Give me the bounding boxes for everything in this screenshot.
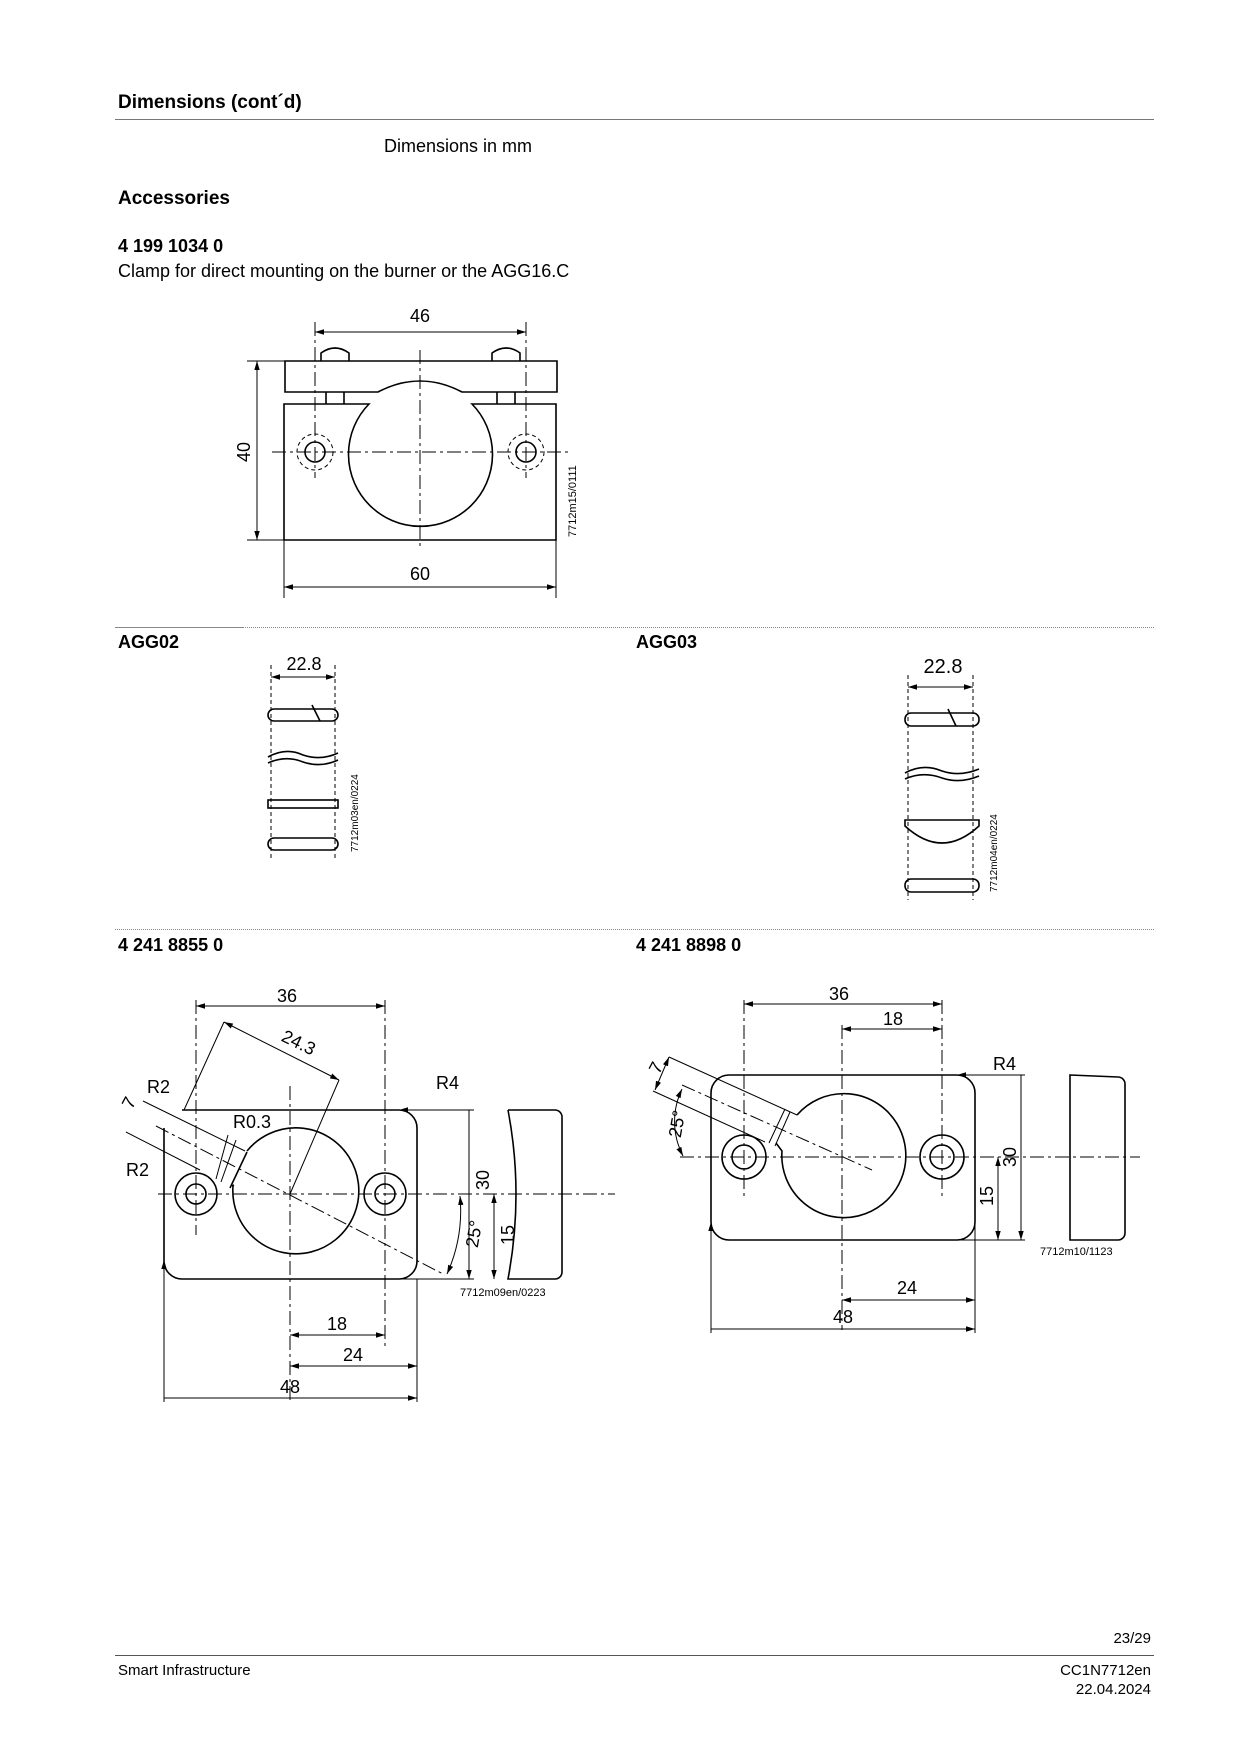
dim-7: 7 bbox=[645, 1059, 667, 1077]
dim-30: 30 bbox=[473, 1170, 493, 1190]
agg03-label: AGG03 bbox=[636, 632, 698, 652]
dim-40: 40 bbox=[234, 442, 254, 462]
page-title: Dimensions (cont´d) bbox=[118, 92, 302, 113]
footer-rule bbox=[115, 1655, 1154, 1656]
dim-15: 15 bbox=[498, 1225, 518, 1245]
footer-doc-id: CC1N7712en bbox=[1060, 1662, 1151, 1679]
dim-r2-bottom: R2 bbox=[126, 1160, 149, 1180]
flange-b-part-no: 4 241 8898 0 bbox=[636, 935, 742, 955]
footer-date: 22.04.2024 bbox=[1075, 1681, 1151, 1698]
dim-46: 46 bbox=[410, 306, 430, 326]
dim-r0-3: R0.3 bbox=[233, 1112, 271, 1132]
section-rule-dotted bbox=[243, 627, 1154, 628]
dim-18: 18 bbox=[327, 1314, 347, 1334]
agg03-drawing: 22.8 7712m04en/0224 bbox=[904, 656, 1000, 900]
flange-a-part-no: 4 241 8855 0 bbox=[118, 935, 224, 955]
dim-60: 60 bbox=[410, 564, 430, 584]
agg02-drawing: 22.8 7712m03en/0224 bbox=[267, 654, 361, 860]
dim-angle: 25° bbox=[462, 1219, 486, 1249]
dim-30: 30 bbox=[1000, 1147, 1020, 1167]
drawing-code: 7712m04en/0224 bbox=[989, 814, 1000, 892]
dim-18: 18 bbox=[883, 1009, 903, 1029]
page-number: 23/29 bbox=[1113, 1630, 1151, 1647]
drawing-code: 7712m15/0111 bbox=[567, 465, 579, 537]
dim-24: 24 bbox=[343, 1345, 363, 1365]
dim-15: 15 bbox=[977, 1186, 997, 1206]
dim-36: 36 bbox=[277, 986, 297, 1006]
dim-48: 48 bbox=[833, 1307, 853, 1327]
dim-48: 48 bbox=[280, 1377, 300, 1397]
flange-b-drawing: 36 18 R4 7 25° 30 15 24 48 7712m10/1123 bbox=[645, 984, 1140, 1333]
flange-a-drawing: 36 24.3 R2 R2 R0.3 R4 7 30 15 25° 18 24 … bbox=[118, 986, 615, 1402]
header-rule bbox=[115, 119, 1154, 120]
section-rule bbox=[115, 627, 243, 628]
dim-7: 7 bbox=[118, 1094, 140, 1112]
clamp-description: Clamp for direct mounting on the burner … bbox=[118, 261, 570, 281]
dim-r4: R4 bbox=[436, 1073, 459, 1093]
agg02-label: AGG02 bbox=[118, 632, 180, 652]
dim-24: 24 bbox=[897, 1278, 917, 1298]
footer-company: Smart Infrastructure bbox=[118, 1662, 251, 1679]
clamp-drawing: 46 40 60 7712m15/0111 bbox=[234, 306, 579, 598]
dim-r4: R4 bbox=[993, 1054, 1016, 1074]
dim-r2-top: R2 bbox=[147, 1077, 170, 1097]
dim-36: 36 bbox=[829, 984, 849, 1004]
accessories-heading: Accessories bbox=[118, 188, 230, 209]
agg03-dim: 22.8 bbox=[924, 656, 963, 678]
dim-24-3: 24.3 bbox=[278, 1026, 318, 1059]
drawing-code: 7712m03en/0224 bbox=[350, 774, 361, 852]
drawing-code: 7712m10/1123 bbox=[1040, 1246, 1113, 1258]
drawing-code: 7712m09en/0223 bbox=[460, 1287, 546, 1299]
units-note: Dimensions in mm bbox=[384, 136, 533, 156]
agg02-dim: 22.8 bbox=[286, 654, 321, 674]
clamp-part-no: 4 199 1034 0 bbox=[118, 236, 224, 256]
section-rule-dotted bbox=[115, 929, 1154, 930]
dim-angle: 25° bbox=[665, 1109, 689, 1139]
